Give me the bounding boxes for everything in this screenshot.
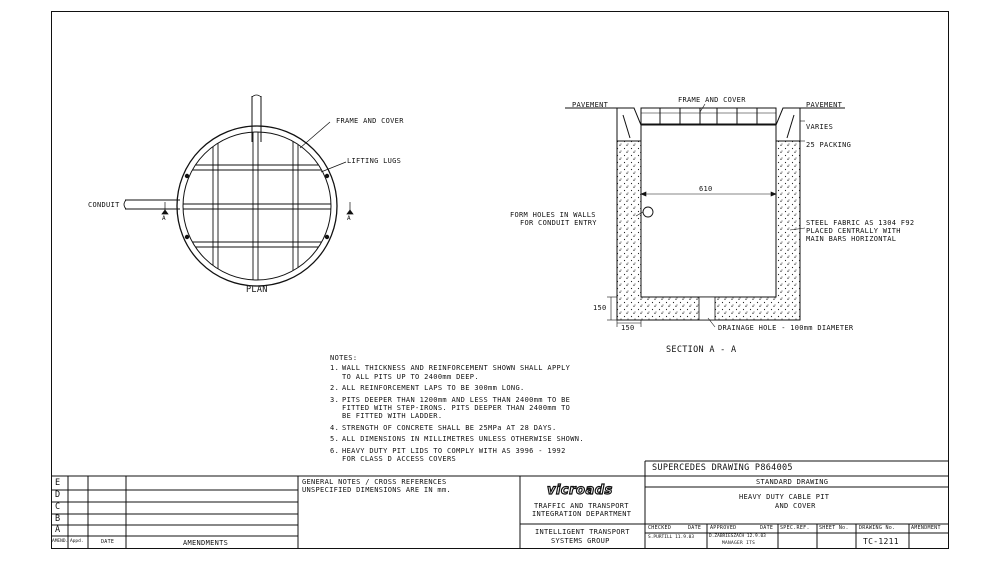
drawing-sheet-border [51, 11, 949, 549]
amend-letter-e: E [55, 478, 61, 488]
checked-label: CHECKED [648, 525, 672, 531]
section-label-packing: 25 PACKING [806, 141, 852, 149]
note-number: 5. [330, 435, 340, 444]
section-frame-cover [616, 107, 801, 142]
approved-by: D.ZABRIESZACH 12.9.03 [709, 534, 766, 539]
amend-letter-a: A [55, 525, 61, 535]
checked-date-label: DATE [688, 525, 702, 531]
leader-frame-cover [299, 121, 331, 149]
plan-conduit-horizontal [123, 199, 180, 210]
plan-conduit-vertical [251, 94, 262, 142]
section-label-fabric-3: MAIN BARS HORIZONTAL [806, 235, 897, 243]
section-label-varies: VARIES [806, 123, 834, 131]
section-dim-150-vertical: 150 [593, 304, 607, 312]
section-leaders [635, 103, 806, 328]
drawing-number: TC-1211 [863, 537, 899, 546]
drawing-no-label: DRAWING No. [859, 525, 896, 531]
standard-drawing-label: STANDARD DRAWING [756, 478, 829, 486]
note-item: 5.ALL DIMENSIONS IN MILLIMETRES UNLESS O… [330, 435, 584, 443]
section-label-form-holes-1: FORM HOLES IN WALLS [510, 211, 596, 219]
plan-label-lifting-lugs: LIFTING LUGS [347, 157, 402, 165]
dept-line-1: TRAFFIC AND TRANSPORT [534, 502, 629, 510]
amend-col-appd: Appd. [70, 539, 84, 544]
note-text: ALL REINFORCEMENT LAPS TO BE 300mm LONG. [342, 384, 525, 393]
note-text: PITS DEEPER THAN 1200mm AND LESS THAN 24… [342, 395, 571, 421]
notes-heading: NOTES: [330, 354, 358, 362]
dim-150 [607, 296, 642, 327]
note-text: ALL DIMENSIONS IN MILLIMETRES UNLESS OTH… [342, 435, 584, 444]
spec-ref-label: SPEC.REF. [780, 525, 810, 531]
sheet-no-label: SHEET No. [819, 525, 849, 531]
section-label-form-holes-2: FOR CONDUIT ENTRY [520, 219, 597, 227]
section-markers [161, 202, 354, 215]
group-line-1: INTELLIGENT TRANSPORT [535, 528, 630, 536]
note-number: 2. [330, 384, 340, 393]
title-block-grid [51, 460, 949, 549]
section-label-frame-cover: FRAME AND COVER [678, 96, 746, 104]
note-number: 6. [330, 446, 340, 455]
section-marker-left: A [162, 215, 166, 222]
note-text: WALL THICKNESS AND REINFORCEMENT SHOWN S… [342, 364, 571, 381]
section-title: SECTION A - A [666, 345, 737, 355]
drawing-title-line-2: AND COVER [775, 502, 816, 510]
section-label-drainage: DRAINAGE HOLE - 100mm DIAMETER [718, 324, 854, 332]
note-number: 3. [330, 395, 340, 404]
amendment-label: AMENDMENT [911, 525, 941, 531]
note-text: HEAVY DUTY PIT LIDS TO COMPLY WITH AS 39… [342, 446, 566, 464]
plan-view [123, 94, 354, 287]
amend-col-amendments: AMENDMENTS [183, 539, 229, 547]
note-item: 3.PITS DEEPER THAN 1200mm AND LESS THAN … [330, 396, 584, 421]
section-chamber [640, 124, 777, 298]
supercedes-note: SUPERCEDES DRAWING P864005 [652, 463, 793, 473]
checked-by: S.PURTILL 11.9.03 [648, 535, 695, 540]
amend-letter-c: C [55, 502, 61, 512]
approved-date-label: DATE [760, 525, 774, 531]
section-concrete-wall [616, 140, 801, 321]
vicroads-logo: vicroads [546, 482, 613, 498]
amend-col-date: DATE [101, 539, 115, 545]
section-marker-right: A [347, 215, 351, 222]
plan-title: PLAN [246, 285, 268, 295]
note-item: 2.ALL REINFORCEMENT LAPS TO BE 300mm LON… [330, 384, 584, 392]
section-label-fabric-2: PLACED CENTRALLY WITH [806, 227, 901, 235]
plan-label-conduit: CONDUIT [88, 201, 120, 209]
note-number: 1. [330, 364, 340, 373]
approved-label: APPROVED [710, 525, 737, 531]
section-label-pavement-right: PAVEMENT [806, 101, 843, 109]
note-item: 4.STRENGTH OF CONCRETE SHALL BE 25MPa AT… [330, 424, 584, 432]
note-item: 6.HEAVY DUTY PIT LIDS TO COMPLY WITH AS … [330, 447, 584, 464]
general-notes-dimensions: UNSPECIFIED DIMENSIONS ARE IN mm. [302, 486, 451, 494]
section-dim-610: 610 [699, 185, 713, 193]
group-line-2: SYSTEMS GROUP [551, 537, 610, 545]
plan-lifting-lugs [184, 173, 330, 240]
section-label-pavement-left: PAVEMENT [572, 101, 609, 109]
amend-letter-b: B [55, 514, 61, 524]
amend-col-amend: AMEND. [52, 539, 69, 544]
approved-role: MANAGER ITS [722, 541, 756, 546]
amend-letter-d: D [55, 490, 61, 500]
leader-lifting-lugs [320, 161, 347, 173]
dim-varies [800, 120, 805, 142]
drainage-hole [698, 296, 716, 321]
dim-610 [640, 191, 777, 197]
plan-frame-inner [182, 131, 332, 281]
notes-block: NOTES: 1.WALL THICKNESS AND REINFORCEMEN… [330, 354, 584, 466]
note-item: 1.WALL THICKNESS AND REINFORCEMENT SHOWN… [330, 364, 584, 381]
plan-frame-outer [176, 125, 338, 287]
drawing-title-line-1: HEAVY DUTY CABLE PIT [739, 493, 830, 501]
conduit-entry-hole [642, 206, 654, 218]
note-number: 4. [330, 423, 340, 432]
section-label-fabric-1: STEEL FABRIC AS 1304 F92 [806, 219, 915, 227]
section-view [565, 103, 845, 328]
dept-line-2: INTEGRATION DEPARTMENT [532, 510, 632, 518]
note-text: STRENGTH OF CONCRETE SHALL BE 25MPa AT 2… [342, 423, 557, 432]
general-notes-heading: GENERAL NOTES / CROSS REFERENCES [302, 478, 447, 486]
section-dim-150-horizontal: 150 [621, 324, 635, 332]
plan-cover-grate [183, 132, 331, 280]
plan-label-frame-cover: FRAME AND COVER [336, 117, 404, 125]
